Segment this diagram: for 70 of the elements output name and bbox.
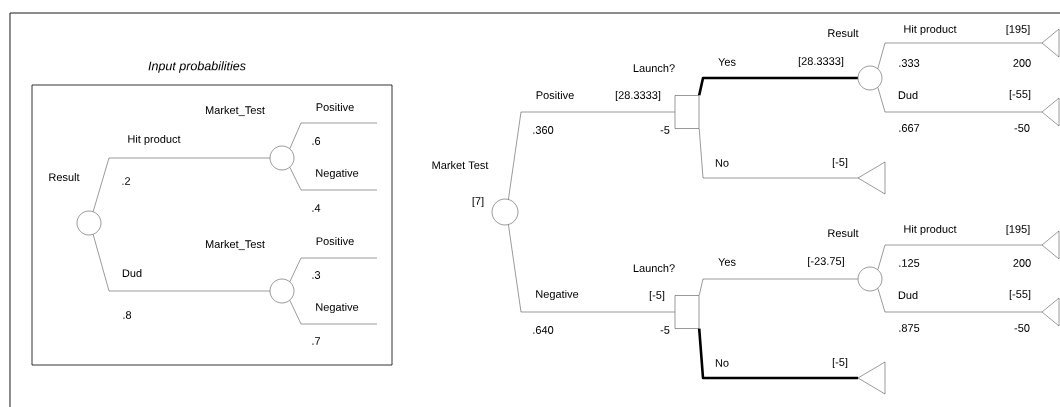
value-label: [7] bbox=[472, 196, 484, 208]
value-label: [-23.75] bbox=[808, 256, 844, 268]
value-label: -5 bbox=[660, 326, 670, 334]
value-label: -5 bbox=[660, 126, 670, 134]
branch-line bbox=[877, 87, 1043, 113]
branch-line bbox=[289, 257, 378, 282]
branch-label: Positive bbox=[314, 235, 356, 247]
node-label: Result bbox=[828, 28, 859, 38]
branch-label: Yes bbox=[717, 57, 737, 67]
value-label: .8 bbox=[123, 311, 132, 319]
branch-label: Negative bbox=[314, 167, 360, 181]
value-label: -50 bbox=[1014, 124, 1030, 132]
value-label: .640 bbox=[533, 326, 554, 334]
value-label: [195] bbox=[1006, 24, 1030, 36]
value-label: [28.3333] bbox=[798, 56, 844, 68]
branch-label: Dud bbox=[120, 267, 144, 279]
value-label: [195] bbox=[1006, 224, 1030, 236]
value-label: [-55] bbox=[1009, 289, 1031, 301]
branch-label: Hit product bbox=[902, 223, 958, 237]
branch-line bbox=[508, 111, 675, 200]
branch-line bbox=[877, 42, 1043, 69]
value-label: .667 bbox=[899, 124, 920, 132]
branch-label: No bbox=[714, 358, 731, 368]
node-label: Result bbox=[828, 228, 859, 238]
value-label: 200 bbox=[1013, 259, 1031, 267]
value-label: [-55] bbox=[1009, 89, 1031, 101]
branch-line bbox=[92, 234, 270, 292]
node-label: Result bbox=[49, 172, 80, 182]
value-label: -50 bbox=[1014, 324, 1030, 332]
branch-line bbox=[508, 224, 675, 313]
value-label: 200 bbox=[1013, 59, 1031, 67]
node-label: Market_Test bbox=[205, 239, 265, 251]
branch-line bbox=[697, 76, 858, 96]
value-label: [-5] bbox=[649, 290, 665, 302]
value-label: [28.3333] bbox=[615, 90, 661, 102]
branch-label: Positive bbox=[534, 89, 576, 101]
branch-label: No bbox=[714, 158, 731, 168]
branch-line bbox=[877, 288, 1043, 313]
value-label: .875 bbox=[899, 324, 920, 332]
value-label: .125 bbox=[899, 259, 920, 267]
node-label: Market_Test bbox=[205, 105, 265, 117]
branch-line bbox=[699, 278, 858, 296]
branch-label: Dud bbox=[896, 89, 920, 101]
value-label: .360 bbox=[533, 126, 554, 134]
branch-line bbox=[699, 128, 859, 179]
branch-label: Negative bbox=[534, 288, 580, 302]
branch-label: Hit product bbox=[126, 133, 182, 147]
branch-label: Dud bbox=[896, 289, 920, 301]
node-label: Launch? bbox=[633, 263, 675, 273]
value-label: .6 bbox=[312, 137, 321, 145]
branch-line bbox=[697, 328, 858, 380]
value-label: [-5] bbox=[832, 157, 848, 169]
value-label: .333 bbox=[899, 59, 920, 67]
branch-line bbox=[289, 300, 378, 325]
branch-label: Hit product bbox=[902, 23, 958, 37]
branch-label: Positive bbox=[314, 101, 356, 113]
value-label: .3 bbox=[312, 271, 321, 279]
branch-line bbox=[877, 244, 1043, 270]
node-label: Market Test bbox=[432, 160, 489, 170]
branch-label: Yes bbox=[717, 257, 737, 267]
value-label: .2 bbox=[122, 177, 131, 185]
value-label: .7 bbox=[312, 337, 321, 345]
panel-heading: Input probabilities bbox=[148, 61, 246, 73]
branch-line bbox=[92, 157, 270, 212]
branch-label: Negative bbox=[314, 301, 360, 315]
value-label: .4 bbox=[312, 204, 321, 212]
value-label: [-5] bbox=[832, 357, 848, 369]
branch-line bbox=[289, 122, 378, 149]
branch-line bbox=[289, 167, 378, 191]
node-label: Launch? bbox=[633, 63, 675, 73]
